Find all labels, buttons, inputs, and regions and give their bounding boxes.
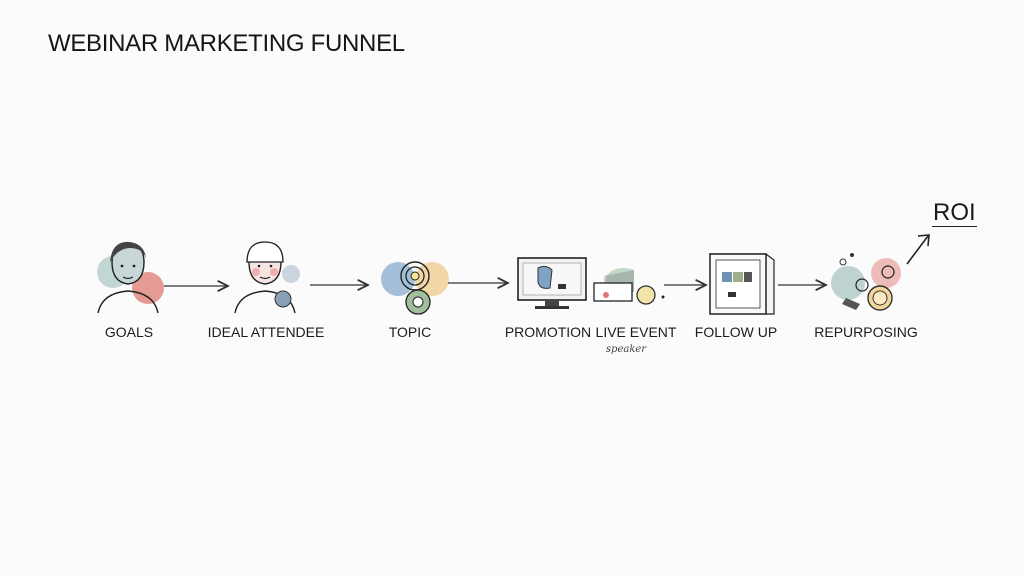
monitor-icon (517, 257, 587, 309)
cabinet-icon (708, 253, 775, 315)
arrow-up-right-icon (906, 234, 930, 265)
target-circles-icon (381, 261, 449, 315)
stage-label-topic: TOPIC (388, 324, 432, 340)
roi-label: ROI (932, 199, 977, 227)
person-icon (97, 241, 164, 314)
stage-label-ideal-attendee: IDEAL ATTENDEE (207, 324, 325, 340)
stage-label-promotion: PROMOTION (504, 324, 592, 340)
diagram-title: WEBINAR MARKETING FUNNEL (48, 30, 405, 57)
person-cap-icon (234, 241, 300, 314)
presentation-icon (593, 268, 665, 305)
stage-label-repurposing: REPURPOSING (814, 324, 918, 340)
stage-sublabel-speaker: speaker (605, 344, 647, 355)
stage-label-goals: GOALS (104, 324, 154, 340)
collage-icon (831, 253, 901, 311)
stage-label-live-event: LIVE EVENT (595, 324, 677, 340)
stage-label-follow-up: FOLLOW UP (694, 324, 778, 340)
